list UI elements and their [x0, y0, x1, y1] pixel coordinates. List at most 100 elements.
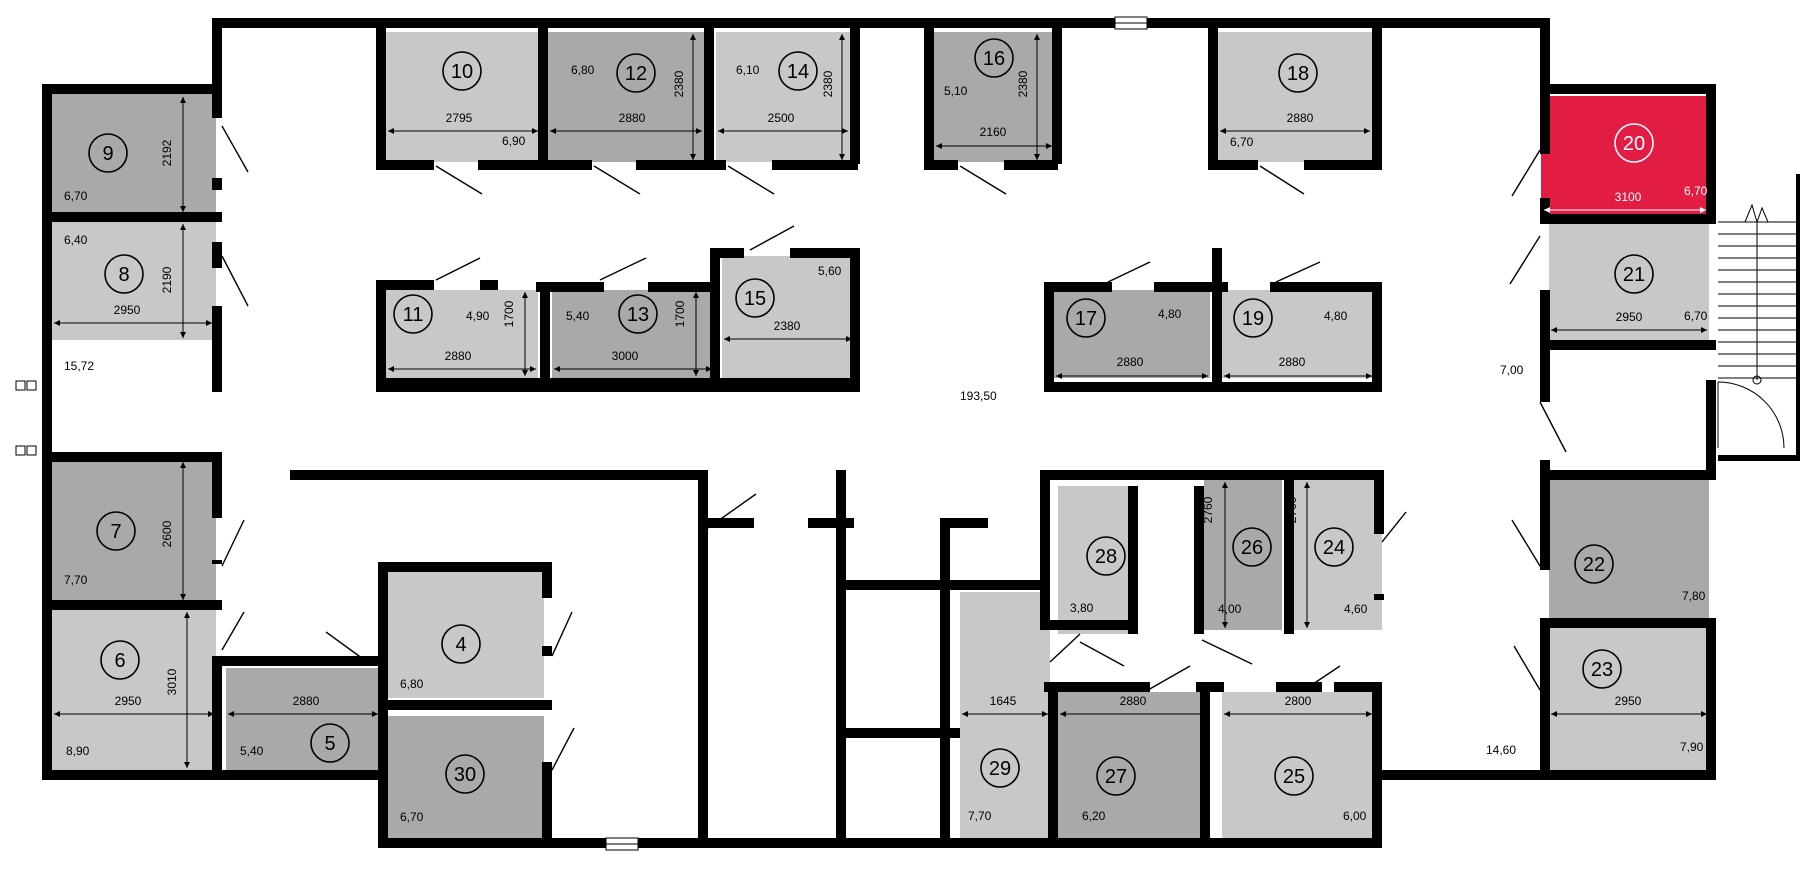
room-number-circle: [1278, 53, 1318, 93]
wall-segment: [1044, 282, 1054, 392]
wall-segment: [1194, 486, 1204, 634]
room-17[interactable]: [1054, 290, 1210, 378]
wall-segment: [698, 518, 754, 528]
room-12[interactable]: [548, 32, 704, 162]
door-swing: [1303, 665, 1341, 691]
room-area: 4,80: [1158, 307, 1182, 321]
room-24[interactable]: [1294, 480, 1382, 630]
wall-segment: [42, 452, 222, 462]
dimension-label: 2880: [445, 349, 472, 363]
dimension-label: 2380: [1016, 70, 1030, 97]
wall-segment: [542, 762, 552, 846]
common-area-label: 193,50: [960, 389, 997, 403]
room-15[interactable]: [722, 256, 856, 378]
room-22-labels: 227,80: [1574, 544, 1706, 603]
door-swing: [959, 165, 1007, 195]
door-swing: [1381, 511, 1407, 543]
room-10[interactable]: [386, 32, 540, 162]
room-number-circle: [1582, 649, 1622, 689]
door-swing: [1147, 665, 1191, 691]
room-number-circle: [1314, 527, 1354, 567]
room-27[interactable]: [1058, 692, 1210, 838]
dimension-label: 1700: [502, 300, 516, 327]
room-number: 24: [1323, 537, 1345, 559]
room-30[interactable]: [388, 716, 544, 838]
room-number: 25: [1283, 766, 1305, 788]
room-number: 27: [1105, 766, 1127, 788]
wall-segment: [376, 28, 386, 164]
wall-segment: [1284, 476, 1294, 634]
room-7[interactable]: [52, 460, 216, 602]
wall-segment: [536, 282, 604, 292]
room-area: 5,60: [818, 264, 842, 278]
room-number-circle: [441, 624, 481, 664]
room-area: 6,40: [64, 233, 88, 247]
room-number: 18: [1287, 63, 1309, 85]
room-number-circle: [1614, 123, 1654, 163]
room-8[interactable]: [52, 222, 216, 340]
wall-segment: [1706, 84, 1716, 224]
room-area: 6,80: [400, 677, 424, 691]
room-16[interactable]: [934, 32, 1054, 162]
room-number-circle: [1574, 544, 1614, 584]
door-swing: [1511, 149, 1541, 197]
room-area: 6,00: [1343, 809, 1367, 823]
room-29[interactable]: [960, 592, 1050, 838]
door-swing: [1275, 261, 1321, 283]
room-number-circle: [310, 723, 350, 763]
room-number-circle: [96, 511, 136, 551]
wall-segment: [1044, 382, 1382, 392]
room-5[interactable]: [226, 668, 380, 770]
room-number: 26: [1241, 537, 1263, 559]
room-number-circle: [974, 38, 1014, 78]
room-19[interactable]: [1222, 290, 1374, 378]
wall-segment: [378, 700, 552, 710]
wall-segment: [42, 600, 222, 610]
room-number: 16: [983, 48, 1005, 70]
room-6[interactable]: [52, 608, 216, 770]
room-20[interactable]: [1541, 96, 1709, 214]
room-21[interactable]: [1549, 222, 1709, 340]
wall-segment: [478, 160, 592, 170]
wall-segment: [1374, 470, 1384, 534]
room-14[interactable]: [716, 32, 850, 162]
room-area: 6,70: [1230, 135, 1254, 149]
wall-segment: [714, 248, 744, 258]
room-area: 4,00: [1218, 602, 1242, 616]
dimension-label: 2760: [1201, 496, 1215, 523]
door-swing: [1201, 639, 1253, 665]
wall-segment: [212, 452, 222, 518]
room-area: 6,70: [64, 189, 88, 203]
wall-segment: [480, 280, 498, 290]
dimension-label: 2950: [114, 303, 141, 317]
room-9[interactable]: [52, 94, 216, 214]
room-number: 9: [102, 143, 113, 165]
room-22[interactable]: [1549, 478, 1709, 620]
door-swing: [727, 165, 775, 195]
room-4[interactable]: [388, 572, 544, 698]
dimension-label: 2880: [619, 111, 646, 125]
room-area: 4,80: [1324, 309, 1348, 323]
room-number-circle: [1096, 756, 1136, 796]
room-number: 17: [1075, 308, 1097, 330]
room-number: 19: [1242, 308, 1264, 330]
room-23[interactable]: [1549, 626, 1709, 770]
room-area: 7,90: [1680, 740, 1704, 754]
room-number-circle: [1066, 298, 1106, 338]
room-area: 6,70: [1684, 309, 1708, 323]
dimension-label: 3000: [612, 349, 639, 363]
common-area-label: 14,60: [1486, 743, 1516, 757]
room-25[interactable]: [1222, 692, 1374, 838]
room-number-circle: [616, 53, 656, 93]
room-13[interactable]: [552, 290, 714, 378]
wall-segment: [376, 160, 434, 170]
room-number: 22: [1583, 554, 1605, 576]
room-number-circle: [104, 254, 144, 294]
room-number: 30: [454, 764, 476, 786]
room-11[interactable]: [386, 290, 538, 378]
room-number-circle: [618, 294, 658, 334]
